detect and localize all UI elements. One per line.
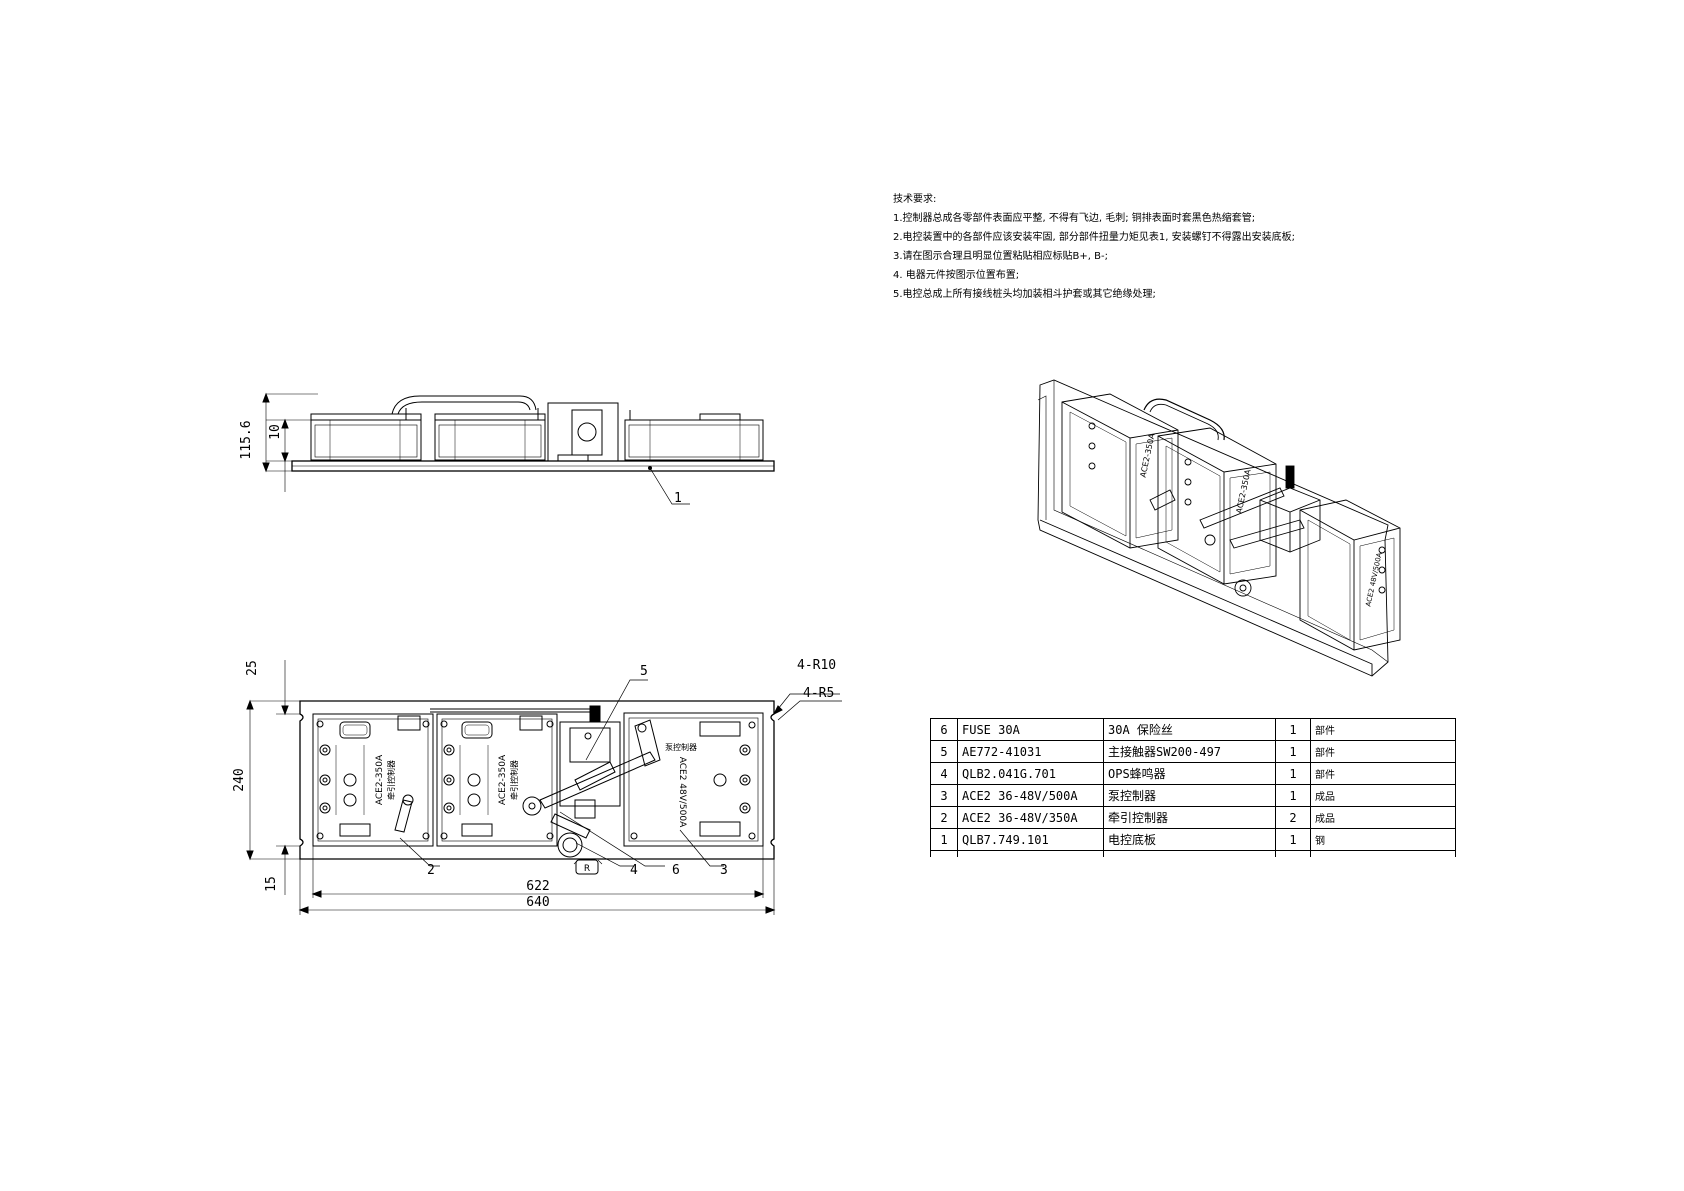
bom-no: 3 — [930, 784, 958, 807]
note-1: 1.控制器总成各零部件表面应平整, 不得有飞边, 毛刺; 铜排表面时套黑色热缩套… — [893, 213, 1256, 224]
bom-code: ACE2 36-48V/500A — [957, 784, 1104, 807]
bom-code: ACE2 36-48V/350A — [957, 806, 1104, 829]
table-row: 4 QLB2.041G.701 OPS蜂鸣器 1 部件 — [930, 762, 1456, 785]
bom-no: 5 — [930, 740, 958, 763]
bom-name: 泵控制器 — [1103, 784, 1276, 807]
bom-no: 4 — [930, 762, 958, 785]
iso-pump-label: ACE2 48V/500A — [1364, 552, 1383, 608]
iso-controller-1-label: ACE2-350A — [1139, 432, 1157, 478]
note-2: 2.电控装置中的各部件应该安装牢固, 部分部件扭量力矩见表1, 安装螺钉不得露出… — [893, 232, 1295, 243]
bom-note: 成品 — [1310, 784, 1456, 807]
technical-requirements: 技术要求: 1.控制器总成各零部件表面应平整, 不得有飞边, 毛刺; 铜排表面时… — [893, 190, 1413, 304]
bom-no: 2 — [930, 806, 958, 829]
callout-6: 6 — [672, 863, 680, 878]
bom-name: 电控底板 — [1103, 828, 1276, 851]
table-row-stub — [930, 850, 1456, 857]
table-row: 1 QLB7.749.101 电控底板 1 钢 — [930, 828, 1456, 851]
callout-5: 5 — [640, 664, 648, 679]
callout-4: 4 — [630, 863, 638, 878]
pump-controller-label: ACE2 48V/500A — [677, 757, 687, 828]
controller-1-label: ACE2-350A — [375, 754, 385, 805]
dim-height: 240 — [232, 768, 247, 791]
dim-inner-width: 622 — [526, 879, 549, 894]
bom-qty: 2 — [1275, 806, 1311, 829]
bom-code: AE772-41031 — [957, 740, 1104, 763]
buzzer-label: R — [584, 864, 590, 874]
iso-controller-2-label: ACE2-350A — [1235, 468, 1253, 514]
note-4: 4. 电器元件按图示位置布置; — [893, 270, 1020, 281]
dim-total-width: 640 — [526, 895, 549, 910]
plan-view — [246, 660, 842, 915]
bom-name: OPS蜂鸣器 — [1103, 762, 1276, 785]
note-3: 3.请在图示合理且明显位置粘贴相应标贴B+, B-; — [893, 251, 1108, 262]
bom-qty: 1 — [1275, 784, 1311, 807]
pump-controller-sub: 泵控制器 — [665, 742, 697, 752]
table-row: 5 AE772-41031 主接触器SW200-497 1 部件 — [930, 740, 1456, 763]
bill-of-materials: 6 FUSE 30A 30A 保险丝 1 部件 5 AE772-41031 主接… — [930, 718, 1456, 857]
controller-2-label: ACE2-350A — [498, 754, 508, 805]
bom-code: QLB2.041G.701 — [957, 762, 1104, 785]
callout-1: 1 — [674, 491, 682, 506]
side-view — [262, 392, 775, 505]
bom-name: 30A 保险丝 — [1103, 718, 1276, 741]
bom-qty: 1 — [1275, 828, 1311, 851]
radius-outer-label: 4-R10 — [797, 658, 836, 673]
notes-title: 技术要求: — [893, 194, 937, 205]
dim-bottom: 15 — [264, 876, 279, 892]
bom-no: 6 — [930, 718, 958, 741]
callout-3: 3 — [720, 863, 728, 878]
controller-1-sub: 牵引控制器 — [386, 760, 396, 800]
bom-name: 主接触器SW200-497 — [1103, 740, 1276, 763]
bom-no: 1 — [930, 828, 958, 851]
controller-2-sub: 牵引控制器 — [509, 760, 519, 800]
radius-inner-label: 4-R5 — [803, 686, 834, 701]
bom-note: 部件 — [1310, 718, 1456, 741]
bom-note: 部件 — [1310, 740, 1456, 763]
bom-note: 部件 — [1310, 762, 1456, 785]
note-5: 5.电控总成上所有接线桩头均加装相斗护套或其它绝缘处理; — [893, 289, 1156, 300]
table-row: 3 ACE2 36-48V/500A 泵控制器 1 成品 — [930, 784, 1456, 807]
table-row: 2 ACE2 36-48V/350A 牵引控制器 2 成品 — [930, 806, 1456, 829]
bom-note: 钢 — [1310, 828, 1456, 851]
bom-code: FUSE 30A — [957, 718, 1104, 741]
isometric-view — [1037, 379, 1401, 677]
callout-2: 2 — [427, 863, 435, 878]
bom-qty: 1 — [1275, 740, 1311, 763]
bom-qty: 1 — [1275, 718, 1311, 741]
table-row: 6 FUSE 30A 30A 保险丝 1 部件 — [930, 718, 1456, 741]
dim-top: 25 — [245, 660, 260, 676]
bom-qty: 1 — [1275, 762, 1311, 785]
bom-code: QLB7.749.101 — [957, 828, 1104, 851]
dim-side-total: 115.6 — [239, 420, 254, 459]
bom-note: 成品 — [1310, 806, 1456, 829]
bom-name: 牵引控制器 — [1103, 806, 1276, 829]
dim-side-plate: 10 — [268, 424, 283, 440]
